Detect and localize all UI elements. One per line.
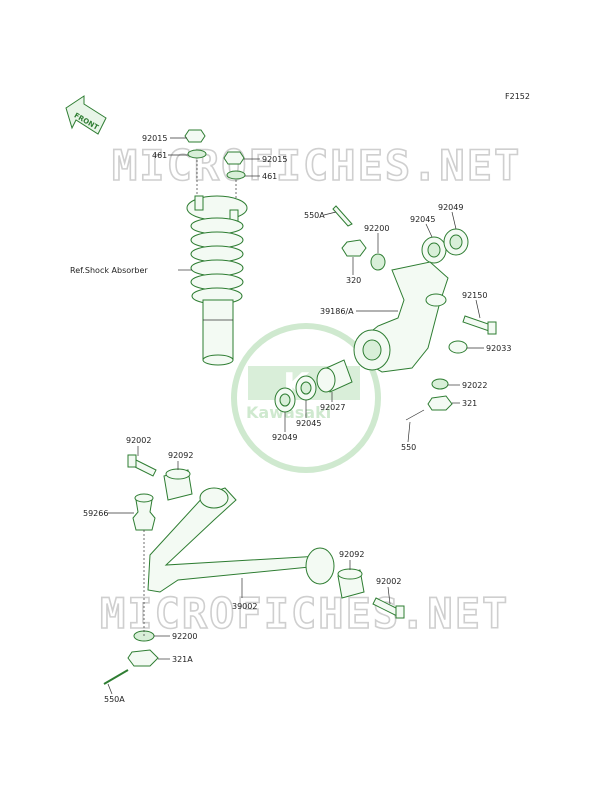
part-label-461-a[interactable]: 461 bbox=[152, 151, 167, 160]
part-label-39002[interactable]: 39002 bbox=[232, 602, 257, 611]
part-label-92033[interactable]: 92033 bbox=[486, 344, 511, 353]
part-label-92092-bottom[interactable]: 92092 bbox=[339, 550, 364, 559]
svg-text:Kawasaki: Kawasaki bbox=[246, 403, 331, 422]
part-label-92015-a[interactable]: 92015 bbox=[142, 134, 167, 143]
lower-arm bbox=[103, 454, 405, 685]
part-label-321A[interactable]: 321A bbox=[172, 655, 193, 664]
part-label-92200-bottom[interactable]: 92200 bbox=[172, 632, 197, 641]
part-label-92002-bottom[interactable]: 92002 bbox=[376, 577, 401, 586]
part-label-39186A[interactable]: 39186/A bbox=[320, 307, 354, 316]
part-label-92045-bottom[interactable]: 92045 bbox=[296, 419, 321, 428]
watermark-top: MICROFICHES.NET bbox=[112, 141, 521, 190]
watermark-bottom: MICROFICHES.NET bbox=[100, 589, 509, 638]
part-label-461-b[interactable]: 461 bbox=[262, 172, 277, 181]
part-label-92027[interactable]: 92027 bbox=[320, 403, 345, 412]
part-label-550[interactable]: 550 bbox=[401, 443, 416, 452]
front-arrow-icon: FRONT bbox=[65, 95, 107, 135]
part-label-59266[interactable]: 59266 bbox=[83, 509, 108, 518]
part-label-92015-b[interactable]: 92015 bbox=[262, 155, 287, 164]
part-label-92045-top[interactable]: 92045 bbox=[410, 215, 435, 224]
ref-shock-absorber-label[interactable]: Ref.Shock Absorber bbox=[70, 266, 148, 275]
part-label-92150[interactable]: 92150 bbox=[462, 291, 487, 300]
part-label-92002-top[interactable]: 92002 bbox=[126, 436, 151, 445]
part-label-320[interactable]: 320 bbox=[346, 276, 361, 285]
part-label-92049-bottom[interactable]: 92049 bbox=[272, 433, 297, 442]
part-label-92049-top[interactable]: 92049 bbox=[438, 203, 463, 212]
part-label-92092-top[interactable]: 92092 bbox=[168, 451, 193, 460]
part-label-550A-top[interactable]: 550A bbox=[304, 211, 325, 220]
shock-absorber bbox=[184, 129, 248, 366]
part-label-92200-top[interactable]: 92200 bbox=[364, 224, 389, 233]
part-label-321[interactable]: 321 bbox=[462, 399, 477, 408]
part-label-550A-bottom[interactable]: 550A bbox=[104, 695, 125, 704]
figure-code: F2152 bbox=[505, 92, 530, 101]
part-label-92022[interactable]: 92022 bbox=[462, 381, 487, 390]
